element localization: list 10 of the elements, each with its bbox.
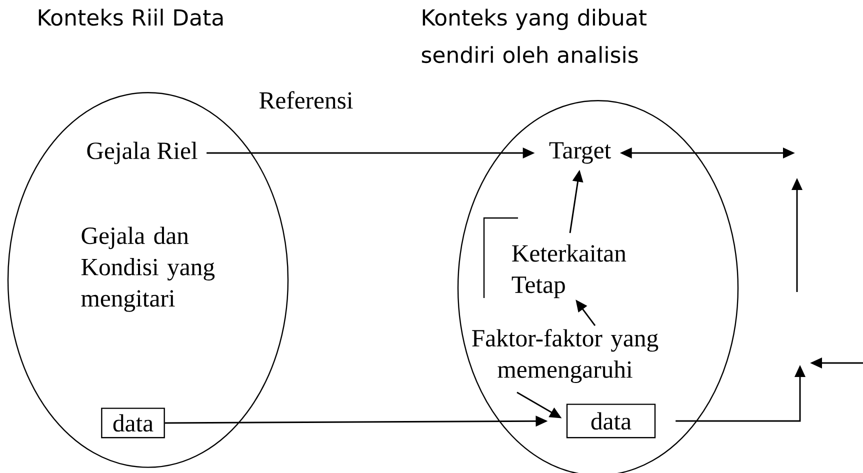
- body-text: Gejala dan Kondisi yang mengitari: [81, 226, 215, 312]
- data-box: data: [566, 404, 656, 438]
- node-label: Gejala Riel: [87, 142, 198, 164]
- node-label: Target: [549, 142, 611, 164]
- edge-label: Referensi: [259, 91, 353, 109]
- node-label: Faktor-faktor yang memengaruhi: [472, 328, 658, 383]
- heading: Konteks yang dibuat sendiri oleh analisis: [422, 8, 646, 64]
- heading: Konteks Riil Data: [38, 8, 223, 26]
- data-box: data: [101, 408, 165, 438]
- node-label: Keterkaitan Tetap: [512, 244, 626, 298]
